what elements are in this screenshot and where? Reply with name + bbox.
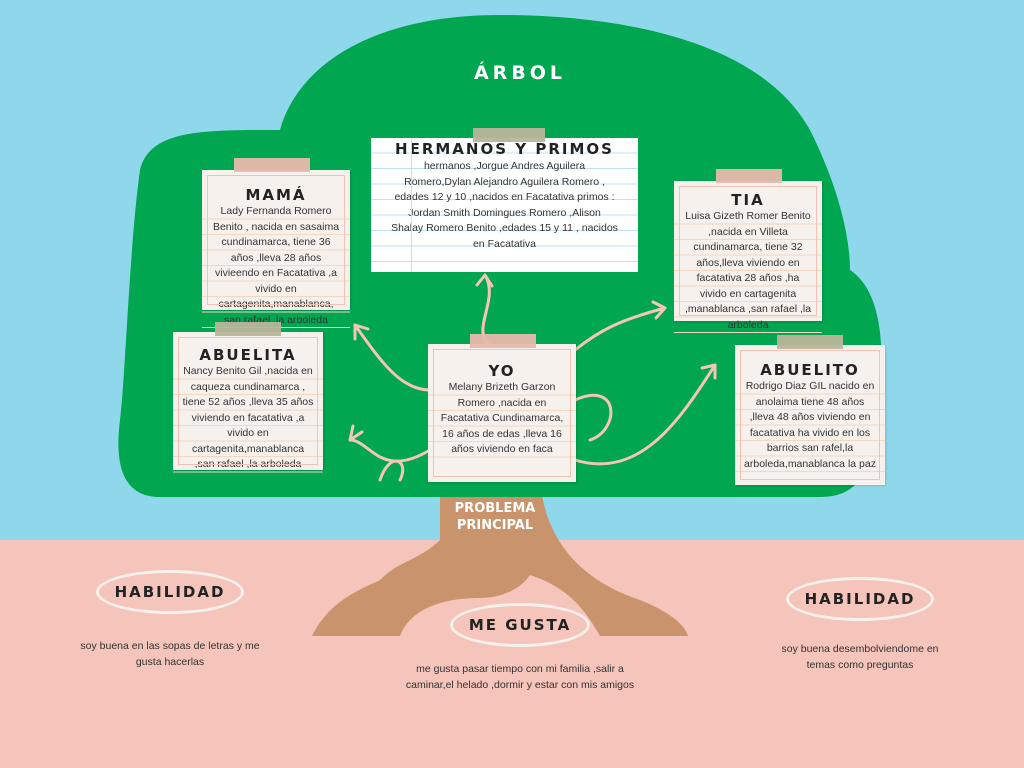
card-text: Rodrigo Diaz GIL nacido en anolaima tien… — [735, 379, 885, 472]
card-yo: YO Melany Brizeth Garzon Romero ,nacida … — [428, 334, 576, 482]
card-title: TIA — [731, 191, 765, 209]
card-title: YO — [488, 362, 516, 380]
card-text: Nancy Benito Gil ,nacida en caqueza cund… — [173, 364, 323, 473]
me-gusta: ME GUSTA me gusta pasar tiempo con mi fa… — [405, 603, 635, 693]
card-mama: MAMÁ Lady Fernanda Romero Benito , nacid… — [202, 158, 350, 328]
tag-text: soy buena desembolviendome en temas como… — [781, 643, 939, 671]
card-text: Melany Brizeth Garzon Romero ,nacida en … — [428, 380, 576, 458]
tag-text: soy buena en las sopas de letras y me gu… — [80, 640, 260, 668]
card-tia: TIA Luisa Gizeth Romer Benito ,nacida en… — [674, 169, 822, 333]
card-text: Luisa Gizeth Romer Benito ,nacida en Vil… — [674, 209, 822, 333]
card-hermanos-primos: HERMANOS Y PRIMOS hermanos ,Jorgue Andre… — [371, 128, 638, 272]
habilidad-left: HABILIDAD soy buena en las sopas de letr… — [75, 570, 265, 670]
connector-arrows — [348, 273, 717, 482]
tag-title: HABILIDAD — [95, 570, 245, 614]
tree-trunk — [312, 480, 688, 636]
card-title: ABUELITO — [760, 361, 860, 379]
tag-text: me gusta pasar tiempo con mi familia ,sa… — [405, 663, 635, 691]
card-text: hermanos ,Jorgue Andres Aguilera Romero,… — [391, 160, 618, 250]
trunk-label: PROBLEMA PRINCIPAL — [454, 501, 536, 533]
tag-title: HABILIDAD — [785, 577, 935, 621]
card-title: ABUELITA — [199, 346, 297, 364]
card-abuelita: ABUELITA Nancy Benito Gil ,nacida en caq… — [173, 322, 323, 473]
tag-title: ME GUSTA — [449, 603, 591, 647]
card-text: Lady Fernanda Romero Benito , nacida en … — [202, 204, 350, 328]
card-title: HERMANOS Y PRIMOS — [395, 140, 614, 158]
page-title: ÁRBOL — [473, 62, 567, 84]
card-title: MAMÁ — [245, 186, 307, 204]
card-abuelito: ABUELITO Rodrigo Diaz GIL nacido en anol… — [735, 335, 885, 485]
habilidad-right: HABILIDAD soy buena desembolviendome en … — [770, 577, 950, 673]
